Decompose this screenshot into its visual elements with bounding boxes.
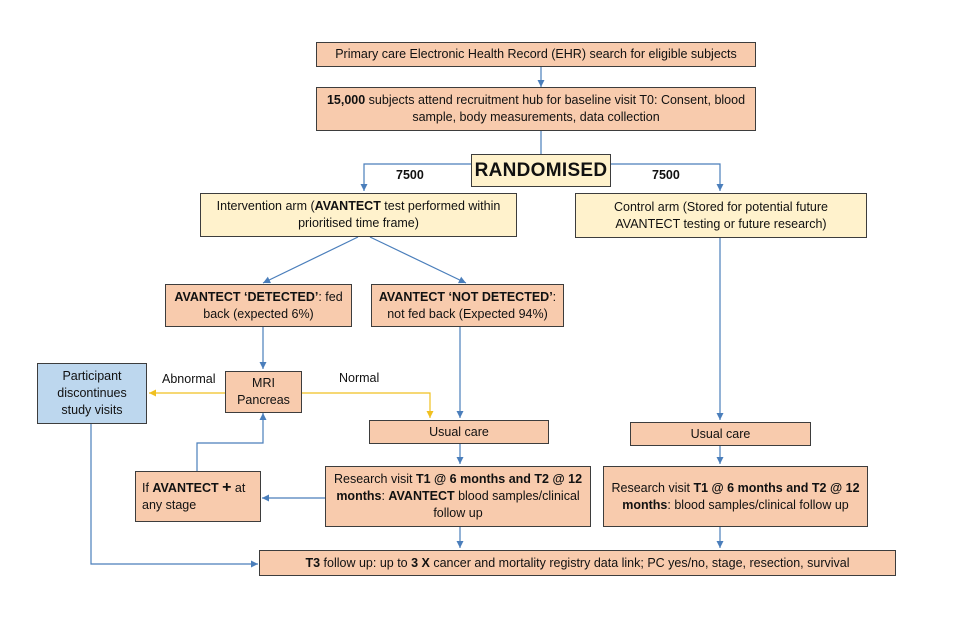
mri-pancreas-box: MRI Pancreas bbox=[225, 371, 302, 413]
arrow-discontinue-to-t3 bbox=[90, 424, 258, 568]
research-visit-text-2: Research visit T1 @ 6 months and T2 @ 12… bbox=[611, 480, 860, 512]
if-positive-text: If AVANTECT + at any stage bbox=[142, 479, 246, 512]
arrow-randomised-to-control bbox=[611, 163, 724, 191]
detected-box: AVANTECT ‘DETECTED’: fed back (expected … bbox=[165, 284, 352, 327]
arrow-if-positive-to-mri bbox=[196, 413, 267, 471]
research-visit-box-2: Research visit T1 @ 6 months and T2 @ 12… bbox=[603, 466, 868, 527]
not-detected-text: AVANTECT ‘NOT DETECTED’: not fed back (E… bbox=[378, 289, 557, 321]
discontinue-text: Participant discontinues study visits bbox=[57, 369, 127, 417]
abnormal-label: Abnormal bbox=[162, 372, 216, 386]
control-arm-box: Control arm (Stored for potential future… bbox=[575, 193, 867, 238]
research-visit-box-1: Research visit T1 @ 6 months and T2 @ 12… bbox=[325, 466, 591, 527]
arrow-randomised-to-intervention bbox=[360, 163, 474, 191]
right-arm-count: 7500 bbox=[652, 168, 680, 182]
t3-follow-up-text: T3 follow up: up to 3 X cancer and morta… bbox=[305, 555, 850, 570]
left-arm-count: 7500 bbox=[396, 168, 424, 182]
baseline-visit-text: 15,000 subjects attend recruitment hub f… bbox=[326, 93, 746, 124]
arrow-intervention-to-detected bbox=[262, 236, 359, 284]
usual-care-text-2: Usual care bbox=[690, 426, 751, 441]
discontinue-box: Participant discontinues study visits bbox=[37, 363, 147, 424]
research-visit-text-1: Research visit T1 @ 6 months and T2 @ 12… bbox=[333, 472, 583, 520]
arrow-intervention-to-not-detected bbox=[369, 236, 467, 284]
usual-care-text-1: Usual care bbox=[429, 424, 489, 439]
if-positive-box: If AVANTECT + at any stage bbox=[135, 471, 261, 522]
usual-care-box-2: Usual care bbox=[630, 422, 811, 446]
ehr-search-text: Primary care Electronic Health Record (E… bbox=[335, 47, 737, 61]
ehr-search-box: Primary care Electronic Health Record (E… bbox=[316, 42, 756, 67]
arrow-mri-normal-to-usual-care bbox=[302, 392, 434, 418]
intervention-arm-text: Intervention arm (AVANTECT test performe… bbox=[216, 199, 501, 230]
detected-text: AVANTECT ‘DETECTED’: fed back (expected … bbox=[174, 289, 343, 321]
randomised-box: RANDOMISED bbox=[471, 154, 611, 187]
randomised-text: RANDOMISED bbox=[474, 160, 608, 181]
usual-care-box-1: Usual care bbox=[369, 420, 549, 444]
normal-label: Normal bbox=[339, 371, 380, 385]
not-detected-box: AVANTECT ‘NOT DETECTED’: not fed back (E… bbox=[371, 284, 564, 327]
baseline-visit-box: 15,000 subjects attend recruitment hub f… bbox=[316, 87, 756, 131]
mri-pancreas-text: MRI Pancreas bbox=[237, 376, 290, 407]
control-arm-text: Control arm (Stored for potential future… bbox=[614, 199, 828, 231]
t3-follow-up-box: T3 follow up: up to 3 X cancer and morta… bbox=[259, 550, 896, 576]
intervention-arm-box: Intervention arm (AVANTECT test performe… bbox=[200, 193, 517, 237]
